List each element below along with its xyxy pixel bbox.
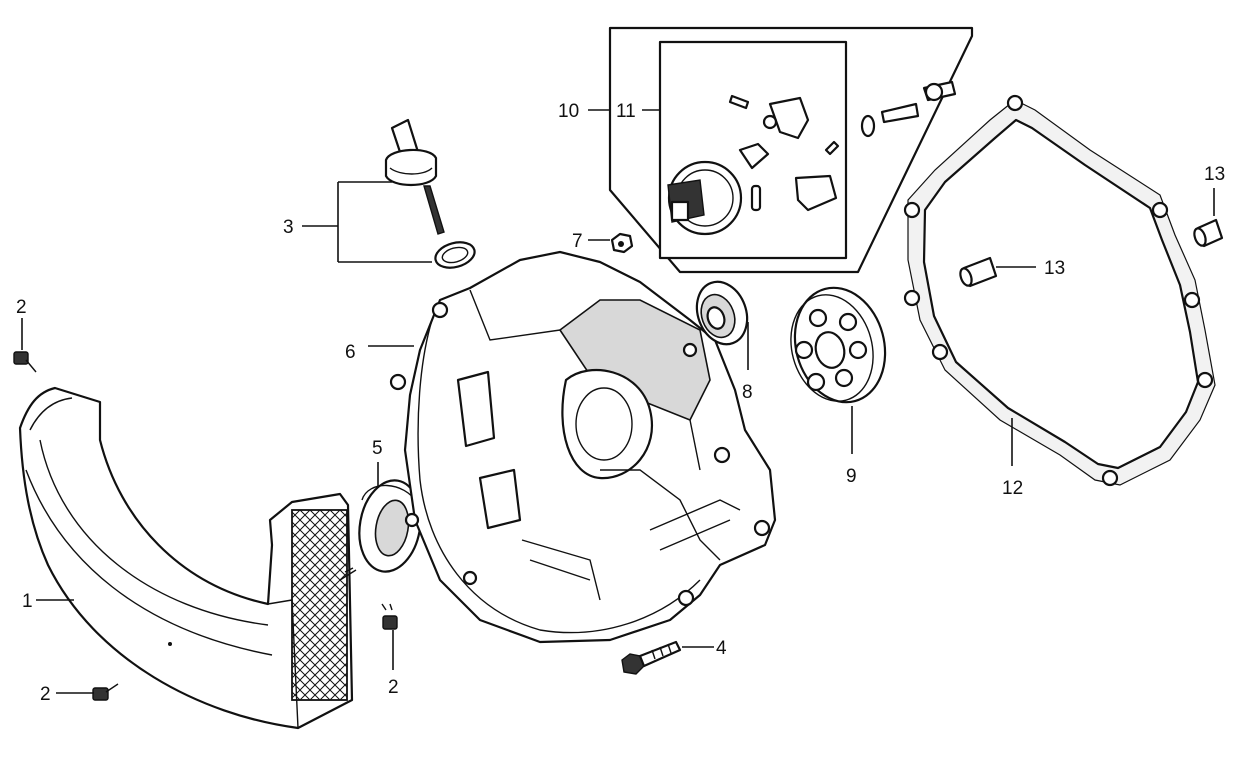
callout-4: 4 [716, 638, 727, 659]
oil-seal-part [358, 479, 422, 573]
gasket-part [903, 94, 1216, 487]
callout-8: 8 [742, 382, 753, 403]
oil-plug-part [384, 118, 476, 269]
dowel-pin-center [959, 256, 998, 288]
fan-shroud-part [18, 386, 357, 730]
callout-2-center: 2 [388, 677, 399, 698]
callout-12: 12 [1002, 478, 1023, 499]
callout-2-lower-left: 2 [40, 684, 51, 705]
callout-11: 11 [616, 101, 636, 122]
callout-labels: 1 2 2 2 3 4 5 6 7 8 9 10 11 12 13 13 [16, 101, 1225, 705]
callout-6: 6 [345, 342, 356, 363]
callout-5: 5 [372, 438, 383, 459]
callout-7: 7 [572, 231, 583, 252]
governor-assembly-box [608, 26, 974, 274]
nut-part [610, 232, 634, 254]
crankcase-cover-part [389, 250, 777, 644]
bolt-lower-left [92, 683, 119, 701]
callout-13-center: 13 [1044, 258, 1065, 279]
small-bearing-part [695, 280, 749, 346]
dowel-pin-right [1193, 218, 1224, 248]
callout-10: 10 [558, 101, 579, 122]
ball-bearing-part [790, 286, 887, 404]
leader-lines [21, 109, 1215, 694]
callout-3: 3 [283, 217, 294, 238]
flange-bolt-part [621, 640, 682, 675]
bolt-center [381, 603, 398, 630]
bolt-upper-left [13, 351, 37, 373]
callout-9: 9 [846, 466, 857, 487]
callout-13-right: 13 [1204, 164, 1225, 185]
callout-1: 1 [22, 591, 33, 612]
callout-2-upper-left: 2 [16, 297, 27, 318]
